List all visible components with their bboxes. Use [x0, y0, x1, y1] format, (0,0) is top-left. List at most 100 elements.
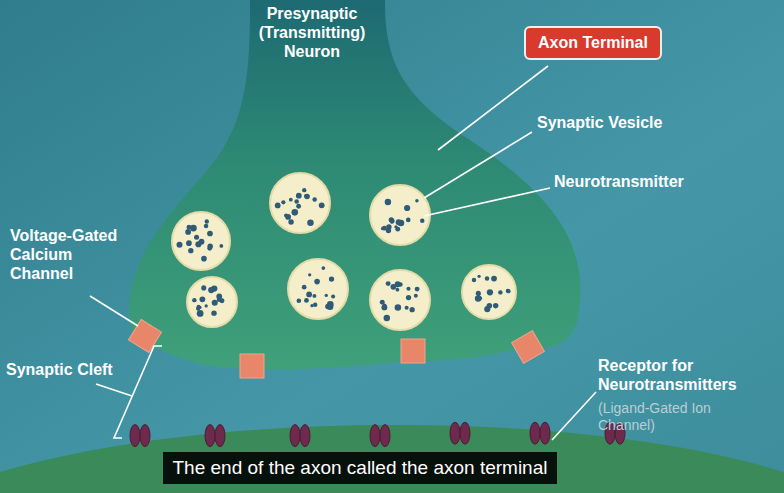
neurotransmitter-dot: [396, 219, 402, 225]
neurotransmitter-dot: [208, 287, 214, 293]
neurotransmitter-dot: [199, 239, 205, 245]
neurotransmitter-dot: [185, 229, 191, 235]
box-text: Axon Terminal: [538, 34, 648, 51]
part-label: Neurotransmitter: [554, 172, 714, 191]
neurotransmitter-dot: [306, 292, 312, 298]
receptor: [215, 425, 225, 447]
neurotransmitter-dot: [204, 224, 209, 229]
neurotransmitter-dot: [385, 199, 391, 205]
neurotransmitter-dot: [201, 285, 206, 290]
neurotransmitter-dot: [410, 307, 415, 312]
neurotransmitter-dot: [321, 266, 325, 270]
neurotransmitter-dot: [296, 193, 302, 199]
neurotransmitter-dot: [406, 218, 411, 223]
receptor: [450, 422, 460, 444]
neurotransmitter-dot: [297, 298, 302, 303]
synaptic-vesicle: [370, 185, 430, 245]
subtitle-caption: The end of the axon called the axon term…: [163, 452, 558, 484]
receptor: [290, 425, 300, 447]
neurotransmitter-dot: [314, 279, 320, 285]
neurotransmitter-dot: [487, 289, 493, 295]
neurotransmitter-dot: [187, 225, 192, 230]
title-box: Axon Terminal: [524, 26, 662, 60]
neurotransmitter-dot: [312, 294, 316, 298]
part-label: Receptor for Neurotransmitters: [598, 356, 768, 394]
part-label: Synaptic Cleft: [6, 360, 146, 379]
receptor: [530, 422, 540, 444]
neurotransmitter-dot: [398, 282, 402, 286]
neurotransmitter-dot: [307, 219, 313, 225]
part-label: Synaptic Vesicle: [537, 113, 697, 132]
neurotransmitter-dot: [205, 304, 208, 307]
neurotransmitter-dot: [506, 289, 510, 293]
calcium-channel: [240, 354, 264, 378]
receptor: [300, 425, 310, 447]
postsynaptic-membrane: [0, 425, 784, 493]
neurotransmitter-dot: [312, 197, 317, 202]
axon-terminal-shape: [129, 0, 581, 370]
neurotransmitter-dot: [216, 294, 222, 300]
leader-line: [424, 188, 550, 216]
neurotransmitter-dot: [198, 306, 201, 309]
synaptic-vesicle: [270, 173, 330, 233]
neurotransmitter-dot: [188, 248, 193, 253]
neurotransmitter-dot: [472, 278, 476, 282]
receptor: [460, 422, 470, 444]
neurotransmitter-dot: [478, 296, 482, 300]
neurotransmitter-dot: [288, 219, 293, 224]
leader-line: [90, 296, 138, 326]
neurotransmitter-dot: [331, 294, 335, 298]
receptor: [380, 425, 390, 447]
neurotransmitter-dot: [294, 199, 299, 204]
neurotransmitter-dot: [493, 303, 498, 308]
neurotransmitter-dot: [395, 304, 401, 310]
receptor: [140, 425, 150, 447]
neurotransmitter-dot: [186, 240, 192, 246]
neurotransmitter-dot: [384, 315, 390, 321]
neurotransmitter-dot: [292, 209, 299, 216]
vesicles: [172, 173, 516, 330]
neurotransmitter-dot: [406, 287, 410, 291]
calcium-channel: [401, 339, 425, 363]
neurotransmitter-dot: [285, 214, 291, 220]
neurotransmitter-dot: [313, 303, 317, 307]
neurotransmitter-dot: [382, 226, 387, 231]
neurotransmitter-dot: [329, 276, 334, 281]
leader-line: [438, 66, 548, 150]
receptor: [130, 425, 140, 447]
neurotransmitter-dot: [212, 300, 218, 306]
neurotransmitter-dot: [275, 203, 281, 209]
neurotransmitter-dot: [415, 199, 418, 202]
neurotransmitter-dot: [207, 246, 212, 251]
neurotransmitter-dot: [476, 291, 481, 296]
calcium-channels: [128, 319, 544, 378]
leader-lines: [90, 66, 596, 440]
calcium-channel: [512, 331, 545, 364]
neurotransmitter-dot: [211, 310, 216, 315]
neurotransmitter-dot: [390, 220, 394, 224]
neurotransmitter-dot: [308, 273, 311, 276]
neurotransmitter-dot: [302, 285, 307, 290]
synaptic-vesicle: [370, 270, 430, 330]
part-label: Voltage-Gated Calcium Channel: [10, 226, 135, 284]
neurotransmitter-dot: [325, 294, 328, 297]
leader-line: [424, 132, 532, 198]
neurotransmitter-dot: [289, 198, 293, 202]
neurotransmitter-dot: [197, 310, 204, 317]
receptor: [370, 425, 380, 447]
part-label: (Ligand-Gated Ion Channel): [598, 400, 748, 434]
neurotransmitter-dot: [302, 188, 306, 192]
neurotransmitter-dot: [296, 204, 301, 209]
neurotransmitter-dot: [475, 295, 481, 301]
neurotransmitter-dot: [281, 200, 285, 204]
neurotransmitter-dot: [506, 289, 510, 293]
neurotransmitter-dot: [200, 296, 206, 302]
receptor: [540, 422, 550, 444]
calcium-channel: [128, 319, 161, 352]
neurotransmitter-dot: [319, 202, 325, 208]
leader-line: [552, 392, 596, 440]
receptor: [205, 425, 215, 447]
